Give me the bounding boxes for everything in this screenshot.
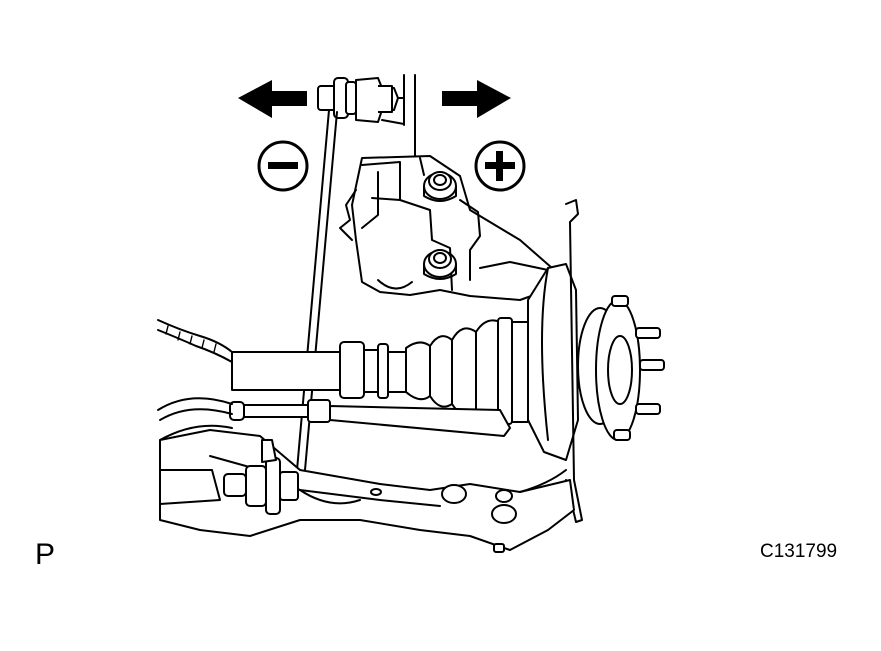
arrow-right-icon [442,80,511,118]
view-code-label: P [35,538,56,571]
plus-circle-icon [474,140,526,192]
axle-hub [527,263,665,461]
ball-joint [441,484,517,553]
dust-shield [565,199,583,523]
upper-bolt [423,171,457,202]
strut-body [403,74,416,161]
lower-bolt [423,249,457,280]
stabilizer-link-upper-joint [317,77,405,125]
figure-id-label: C131799 [760,541,838,562]
arrow-left-icon [238,80,307,118]
tie-rod [229,399,511,437]
minus-circle-icon [257,140,309,192]
stabilizer-link-lower-joint [223,439,299,515]
drive-shaft-boot [405,317,529,425]
lower-arm [159,429,575,551]
drive-shaft [231,341,407,399]
knuckle-bracket [339,155,553,301]
